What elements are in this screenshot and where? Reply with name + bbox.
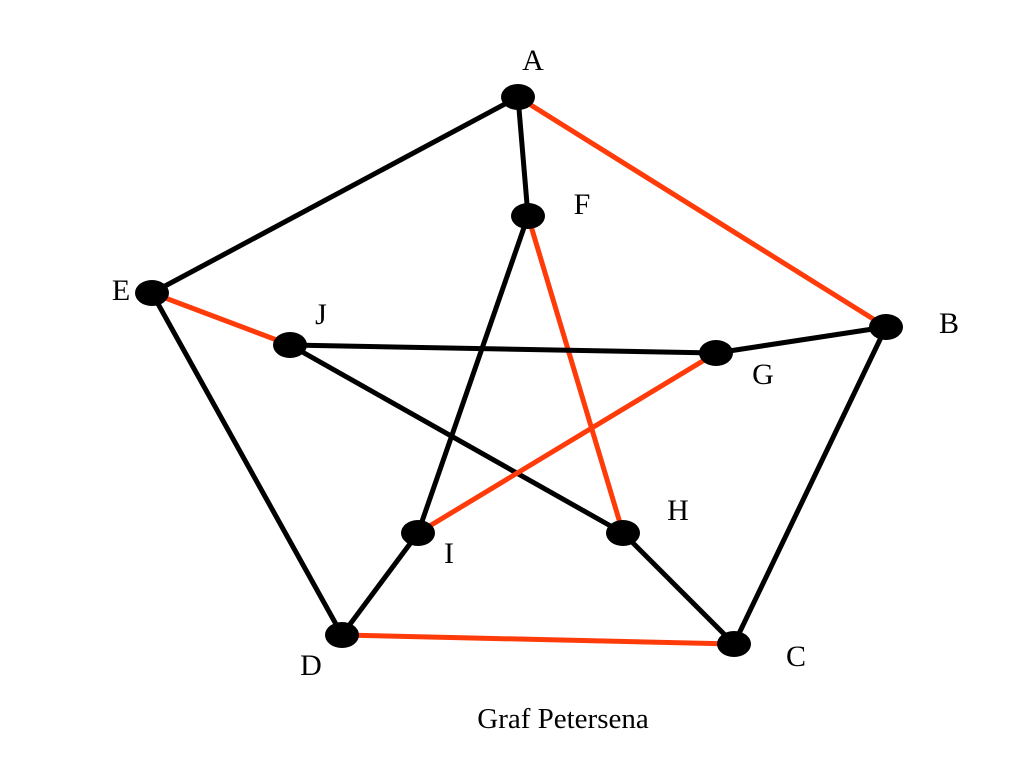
node-d [325, 622, 359, 648]
labels-layer: A B C D E F G H I J [112, 44, 959, 682]
node-i [401, 520, 435, 546]
node-e [135, 280, 169, 306]
edge-a-f [515, 94, 531, 219]
node-label-f: F [574, 188, 591, 221]
edges-layer [149, 94, 889, 647]
node-h [606, 520, 640, 546]
node-label-h: H [667, 494, 689, 527]
node-label-c: C [786, 640, 806, 673]
node-f [511, 203, 545, 229]
edge-d-e [149, 290, 345, 638]
edge-b-g [713, 324, 889, 356]
node-j [273, 332, 307, 358]
edge-a-b [515, 94, 889, 330]
node-label-b: B [939, 307, 959, 340]
edge-c-h [620, 530, 737, 647]
node-label-i: I [444, 537, 454, 570]
node-g [699, 340, 733, 366]
nodes-layer [135, 84, 903, 657]
graph-caption: Graf Petersena [477, 703, 649, 735]
node-label-d: D [300, 649, 322, 682]
edge-j-g [287, 342, 719, 356]
node-label-a: A [522, 44, 544, 77]
edge-g-i [415, 350, 719, 536]
edge-f-h [525, 213, 626, 536]
node-label-g: G [752, 358, 774, 391]
edge-e-j [149, 290, 293, 348]
node-label-e: E [112, 274, 130, 307]
edge-e-a [149, 94, 521, 296]
edge-c-d [339, 632, 737, 647]
node-c [717, 631, 751, 657]
node-label-j: J [315, 298, 327, 331]
node-a [501, 84, 535, 110]
edge-b-c [731, 324, 889, 647]
edge-h-j [287, 342, 626, 536]
edge-d-i [339, 530, 421, 638]
node-b [869, 314, 903, 340]
edge-i-f [415, 213, 531, 536]
